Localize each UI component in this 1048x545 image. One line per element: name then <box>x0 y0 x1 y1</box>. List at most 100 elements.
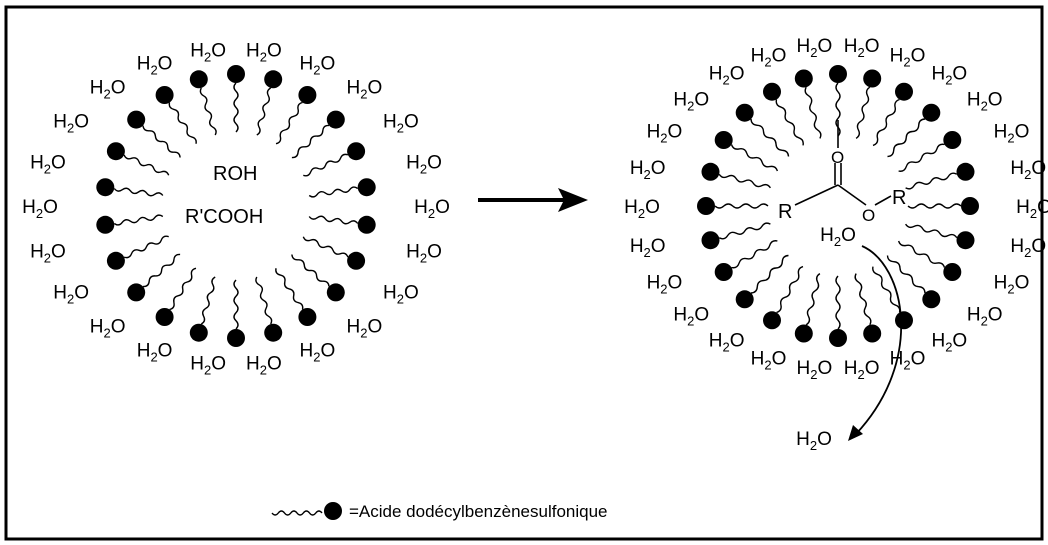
water-label: H2O <box>1010 236 1046 260</box>
legend-text: =Acide dodécylbenzènesulfonique <box>349 502 608 521</box>
surfactant-molecule <box>897 240 962 281</box>
surfactant-molecule <box>308 215 376 234</box>
surfactant-molecule <box>227 279 245 347</box>
surfactant-molecule <box>302 236 366 270</box>
surfactant-molecule <box>829 275 847 347</box>
surfactant-molecule <box>794 273 821 343</box>
legend-surfactant-symbol <box>271 502 342 520</box>
surfactant-molecule <box>256 70 283 136</box>
water-label: H2O <box>383 112 419 136</box>
water-label: H2O <box>1010 158 1046 182</box>
water-label: H2O <box>844 36 880 60</box>
surfactant-molecule <box>735 103 790 157</box>
water-label: H2O <box>137 53 173 77</box>
water-label: H2O <box>751 348 787 372</box>
surfactant-molecule <box>905 162 975 190</box>
water-label: H2O <box>30 242 66 266</box>
water-label: H2O <box>796 36 832 60</box>
surfactant-molecule <box>96 178 164 197</box>
water-label: H2O <box>190 41 226 65</box>
water-label: H2O <box>30 152 66 176</box>
surfactant-molecule <box>905 223 975 250</box>
water-release-arrow <box>848 245 902 441</box>
water-label: H2O <box>190 353 226 377</box>
water-label: H2O <box>890 46 926 70</box>
surfactant-molecule <box>907 197 979 215</box>
surfactant-molecule <box>127 253 181 302</box>
water-label: H2O <box>624 197 660 221</box>
surfactant-molecule <box>701 222 771 250</box>
surfactant-molecule <box>855 69 882 139</box>
surfactant-molecule <box>303 142 366 177</box>
surfactant-molecule <box>227 65 245 133</box>
surfactant-molecule <box>701 162 771 189</box>
water-label: H2O <box>630 236 666 260</box>
ester-structure <box>794 120 892 206</box>
water-label: H2O <box>406 242 442 266</box>
water-label: H2O <box>673 90 709 114</box>
surfactant-molecule <box>886 255 941 309</box>
surfactant-molecule <box>854 273 882 343</box>
surfactant-molecule <box>763 265 804 330</box>
water-label: H2O <box>994 272 1030 296</box>
water-label: H2O <box>931 330 967 354</box>
surfactant-molecule <box>697 197 769 215</box>
water-label: H2O <box>1016 197 1048 221</box>
surfactant-molecule <box>106 142 170 176</box>
water-label: H2O <box>300 53 336 77</box>
left-core-roh: ROH <box>213 163 257 185</box>
surfactant-molecule <box>155 267 197 326</box>
surfactant-molecule <box>887 103 941 158</box>
water-label: H2O <box>890 348 926 372</box>
water-label: H2O <box>673 304 709 328</box>
water-label: H2O <box>796 358 832 382</box>
water-label: H2O <box>931 64 967 88</box>
water-label: H2O <box>53 282 89 306</box>
water-label: H2O <box>994 122 1030 146</box>
surfactant-molecule <box>255 276 283 342</box>
water-label: H2O <box>414 197 450 221</box>
water-label: H2O <box>246 41 282 65</box>
ester-bridge-oxygen: O <box>862 206 875 225</box>
surfactant-molecule <box>763 82 804 146</box>
ester-r-left: R <box>778 201 792 223</box>
water-label: H2O <box>967 304 1003 328</box>
water-label: H2O <box>246 353 282 377</box>
water-label: H2O <box>383 282 419 306</box>
water-label: H2O <box>346 316 382 340</box>
surfactant-molecule <box>189 70 217 136</box>
reaction-arrow <box>478 188 588 212</box>
water-label: H2O <box>90 78 126 102</box>
water-label: H2O <box>820 225 856 249</box>
left-micelle: H2OH2OH2OH2OH2OH2OH2OH2OH2OH2OH2OH2OH2OH… <box>22 41 450 378</box>
surfactant-molecule <box>714 131 779 172</box>
water-label: H2O <box>647 122 683 146</box>
surfactant-molecule <box>308 178 376 198</box>
water-label: H2O <box>709 64 745 88</box>
surfactant-molecule <box>794 69 822 139</box>
surfactant-molecule <box>872 266 913 330</box>
water-label: H2O <box>300 341 336 365</box>
surfactant-molecule <box>189 276 216 342</box>
surfactant-molecule <box>127 110 181 158</box>
figure-frame <box>4 5 1044 541</box>
water-label: H2O <box>90 316 126 340</box>
water-label: H2O <box>22 197 58 221</box>
surfactant-molecule <box>155 86 197 144</box>
water-label: H2O <box>796 429 832 453</box>
surfactant-molecule <box>872 82 913 147</box>
water-label: H2O <box>406 152 442 176</box>
water-label: H2O <box>967 90 1003 114</box>
water-label: H2O <box>346 78 382 102</box>
water-label: H2O <box>647 272 683 296</box>
surfactant-molecule <box>275 268 317 326</box>
water-label: H2O <box>844 358 880 382</box>
surfactant-molecule <box>96 214 164 234</box>
surfactant-molecule <box>291 254 345 302</box>
surfactant-molecule <box>291 110 345 159</box>
ester-carbonyl-oxygen: O <box>831 148 844 167</box>
water-label: H2O <box>53 112 89 136</box>
